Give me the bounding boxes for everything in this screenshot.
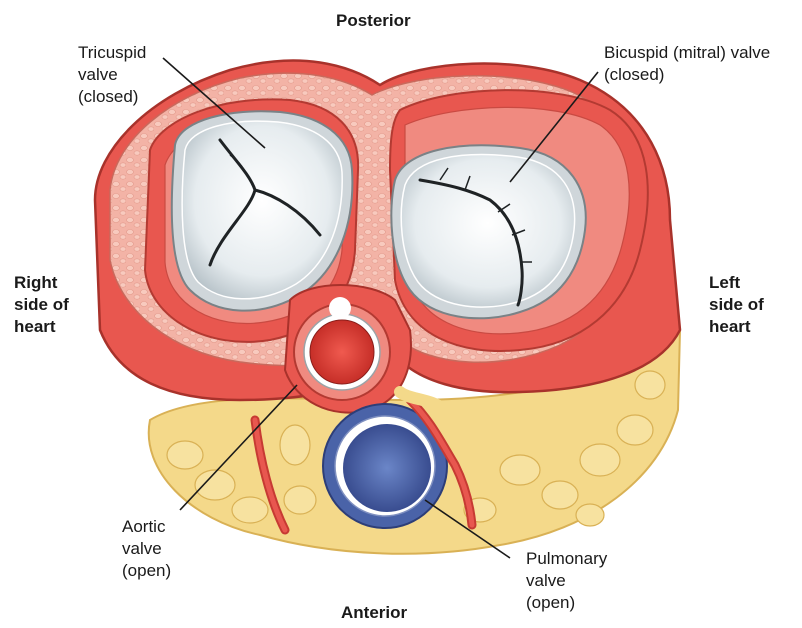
right-side-line-1: Right xyxy=(14,273,58,292)
label-left-side: Left side of heart xyxy=(709,272,764,338)
tricuspid-line-2: valve xyxy=(78,65,118,84)
tricuspid-line-1: Tricuspid xyxy=(78,43,147,62)
tricuspid-valve xyxy=(170,110,354,312)
label-right-side: Right side of heart xyxy=(14,272,69,338)
aortic-line-3: (open) xyxy=(122,561,172,580)
left-side-line-2: side of xyxy=(709,295,764,314)
anterior-text: Anterior xyxy=(341,603,408,622)
right-side-line-3: heart xyxy=(14,317,56,336)
bicuspid-valve xyxy=(390,144,587,320)
pulmonary-line-3: (open) xyxy=(526,593,576,612)
left-side-line-1: Left xyxy=(709,273,741,292)
bicuspid-line-1: Bicuspid (mitral) valve xyxy=(604,43,771,62)
leader-lines xyxy=(162,57,599,559)
label-bicuspid-valve: Bicuspid (mitral) valve (closed) xyxy=(604,42,770,86)
pulmonary-line-1: Pulmonary xyxy=(526,549,608,568)
tricuspid-line-3: (closed) xyxy=(78,87,139,106)
right-side-line-2: side of xyxy=(14,295,69,314)
label-tricuspid-valve: Tricuspid valve (closed) xyxy=(78,42,146,108)
bicuspid-line-2: (closed) xyxy=(604,65,665,84)
left-side-line-3: heart xyxy=(709,317,751,336)
label-anterior: Anterior xyxy=(341,602,407,624)
label-aortic-valve: Aortic valve (open) xyxy=(122,516,171,582)
pulmonary-valve xyxy=(322,403,448,529)
coronary-vessels xyxy=(250,386,477,535)
posterior-text: Posterior xyxy=(336,11,411,30)
label-pulmonary-valve: Pulmonary valve (open) xyxy=(526,548,607,614)
aortic-line-1: Aortic xyxy=(122,517,166,536)
label-posterior: Posterior xyxy=(336,10,411,32)
pulmonary-line-2: valve xyxy=(526,571,566,590)
aortic-valve xyxy=(283,284,412,414)
aortic-line-2: valve xyxy=(122,539,162,558)
